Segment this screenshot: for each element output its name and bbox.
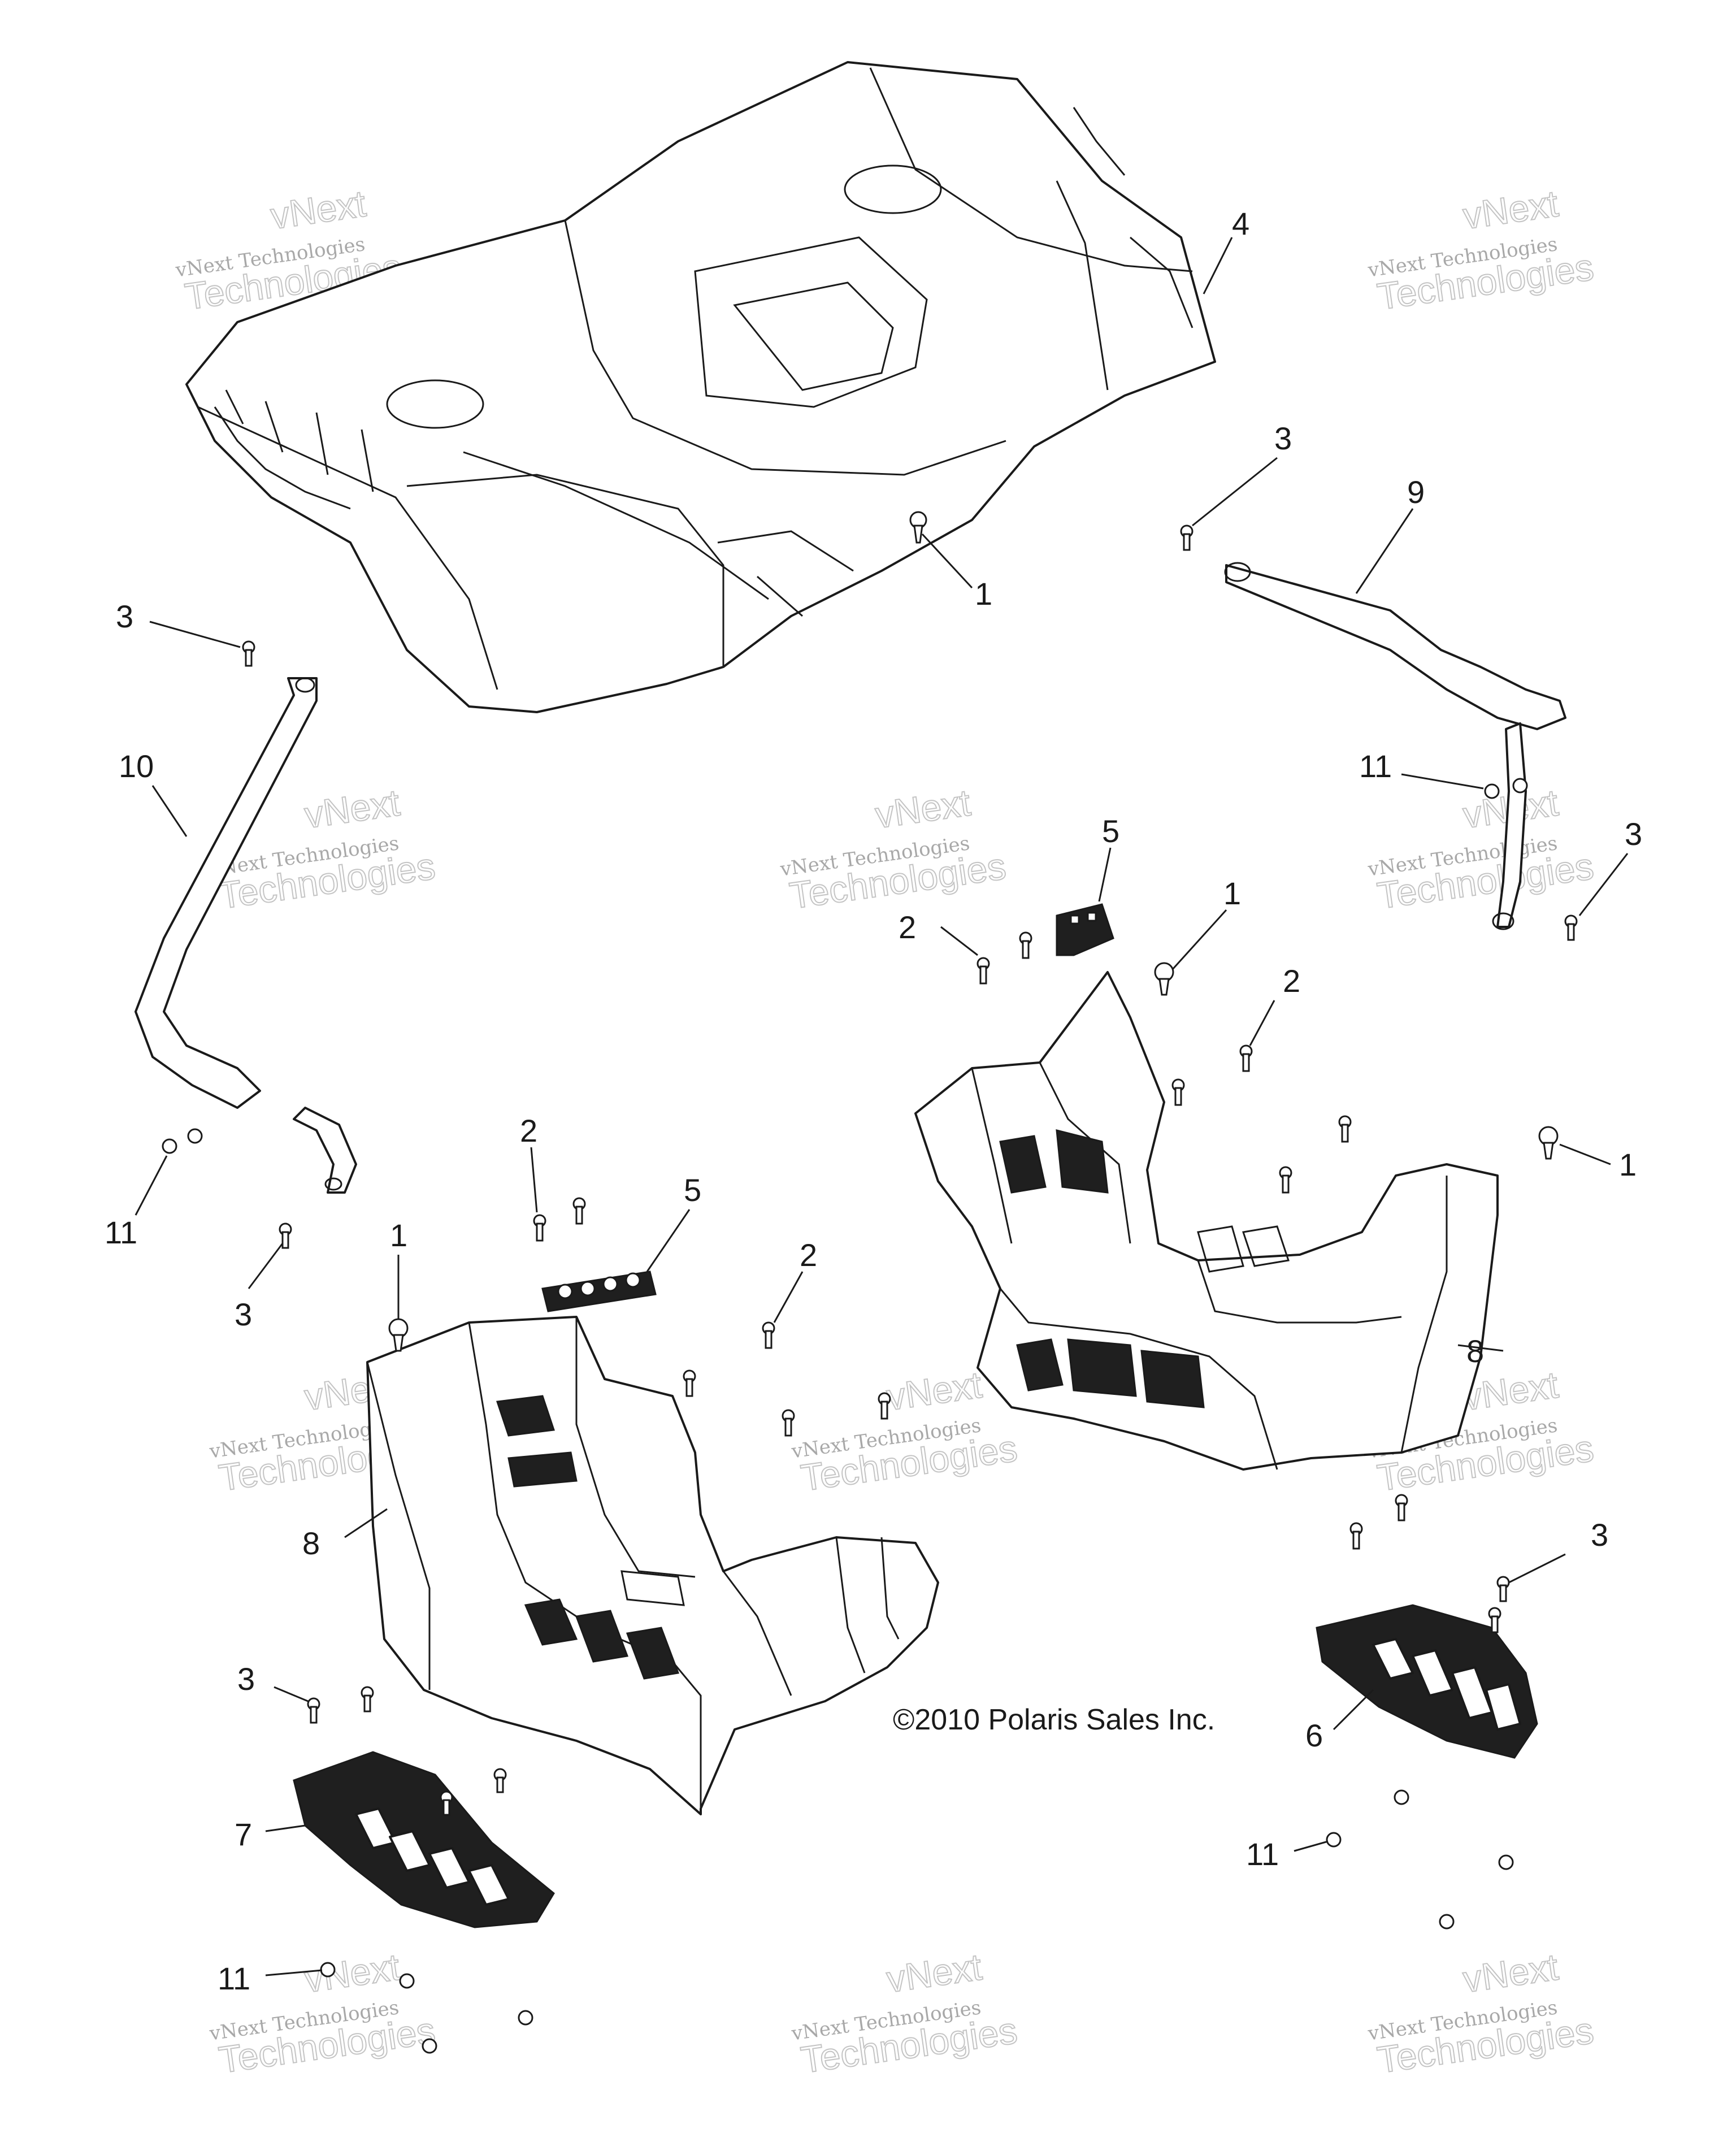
push-rivet [1154, 962, 1174, 996]
rear-rack-fender [185, 61, 1216, 713]
right-clip [1056, 903, 1114, 956]
watermark: vNext vNext Technologies Technologies [1366, 181, 1596, 318]
left-clip [541, 1271, 657, 1312]
svg-text:vNext: vNext [302, 1945, 402, 2000]
right-footwell [914, 971, 1499, 1471]
nut [1484, 783, 1500, 799]
bolt [242, 640, 255, 667]
bolt [361, 1686, 374, 1713]
screw [493, 1768, 507, 1793]
screw [1239, 1044, 1253, 1072]
screw [1349, 1522, 1363, 1550]
nut [162, 1138, 177, 1154]
callouts: 1 3 4 9 3 10 11 3 5 2 1 2 1 8 11 3 2 5 1… [105, 206, 1642, 1996]
screw [976, 957, 990, 985]
watermark: vNext vNext Technologies Technologies [789, 1945, 1020, 2081]
screw [440, 1790, 453, 1816]
screw [1171, 1078, 1185, 1106]
nut [422, 2038, 437, 2054]
callout-9: 9 [1407, 474, 1425, 510]
callout-3: 3 [1274, 420, 1292, 456]
callout-10: 10 [119, 748, 154, 784]
nut [1439, 1914, 1455, 1930]
callout-11: 11 [1246, 1836, 1279, 1872]
watermark: vNext vNext Technologies Technologies [1366, 1945, 1596, 2081]
svg-text:vNext: vNext [873, 781, 973, 836]
right-footrest [1316, 1604, 1538, 1759]
fasteners [162, 511, 1578, 2054]
callout-5: 5 [684, 1172, 701, 1208]
screw [1019, 931, 1032, 959]
nut [1394, 1789, 1409, 1805]
callout-3: 3 [237, 1661, 255, 1697]
callout-11: 11 [218, 1961, 250, 1996]
callout-1: 1 [1619, 1147, 1637, 1182]
svg-text:vNext: vNext [268, 182, 368, 237]
callout-2: 2 [520, 1113, 537, 1148]
brace-left [134, 677, 357, 1194]
nut [1498, 1854, 1514, 1870]
callout-8: 8 [1466, 1333, 1484, 1369]
svg-text:vNext: vNext [884, 1945, 984, 2000]
brace-right [1224, 562, 1566, 930]
callout-1: 1 [1223, 875, 1241, 911]
nut [518, 2010, 533, 2026]
callout-3: 3 [116, 599, 133, 634]
bolt [279, 1222, 292, 1249]
callout-3: 3 [1625, 816, 1642, 852]
push-rivet [388, 1318, 409, 1352]
push-rivet [909, 511, 927, 544]
nut [1512, 778, 1528, 794]
nut [399, 1973, 415, 1989]
screw [1338, 1115, 1352, 1143]
svg-text:vNext: vNext [1460, 1945, 1560, 2000]
nut [320, 1962, 336, 1978]
svg-text:vNext: vNext [884, 1363, 984, 1418]
callout-1: 1 [975, 576, 992, 612]
bolt [307, 1697, 320, 1724]
screw [762, 1321, 775, 1349]
left-footwell [366, 1316, 939, 1815]
bolt [1496, 1576, 1510, 1602]
callout-8: 8 [302, 1525, 320, 1561]
callout-2: 2 [1283, 963, 1300, 999]
screw [533, 1214, 546, 1242]
svg-text:vNext: vNext [1460, 182, 1560, 237]
callout-7: 7 [235, 1816, 252, 1852]
left-footrest [293, 1751, 555, 1928]
svg-text:vNext: vNext [302, 781, 402, 836]
callout-5: 5 [1102, 813, 1119, 849]
leader-lines [134, 237, 1629, 1976]
bolt [1488, 1607, 1501, 1633]
callout-4: 4 [1232, 206, 1249, 241]
watermark: vNext vNext Technologies Technologies [789, 1363, 1020, 1499]
callout-11: 11 [105, 1215, 137, 1250]
callout-2: 2 [899, 909, 916, 945]
callout-11: 11 [1359, 748, 1392, 784]
callout-6: 6 [1305, 1718, 1323, 1753]
screw [1279, 1166, 1292, 1194]
callout-2: 2 [800, 1237, 817, 1273]
callout-3: 3 [1591, 1517, 1608, 1553]
screw [1395, 1494, 1408, 1521]
nut [1326, 1832, 1342, 1848]
bolt [1180, 524, 1194, 551]
screw [572, 1197, 586, 1225]
nut [187, 1128, 203, 1144]
screw [683, 1369, 696, 1397]
push-rivet [1538, 1126, 1559, 1160]
callout-1: 1 [390, 1217, 407, 1253]
callout-3: 3 [235, 1297, 252, 1332]
screw [878, 1392, 891, 1420]
watermark: vNext vNext Technologies Technologies [778, 781, 1009, 917]
watermark: vNext vNext Technologies Technologies [1366, 781, 1596, 917]
copyright-text: ©2010 Polaris Sales Inc. [893, 1703, 1215, 1736]
screw [782, 1409, 795, 1437]
bolt [1564, 914, 1578, 941]
